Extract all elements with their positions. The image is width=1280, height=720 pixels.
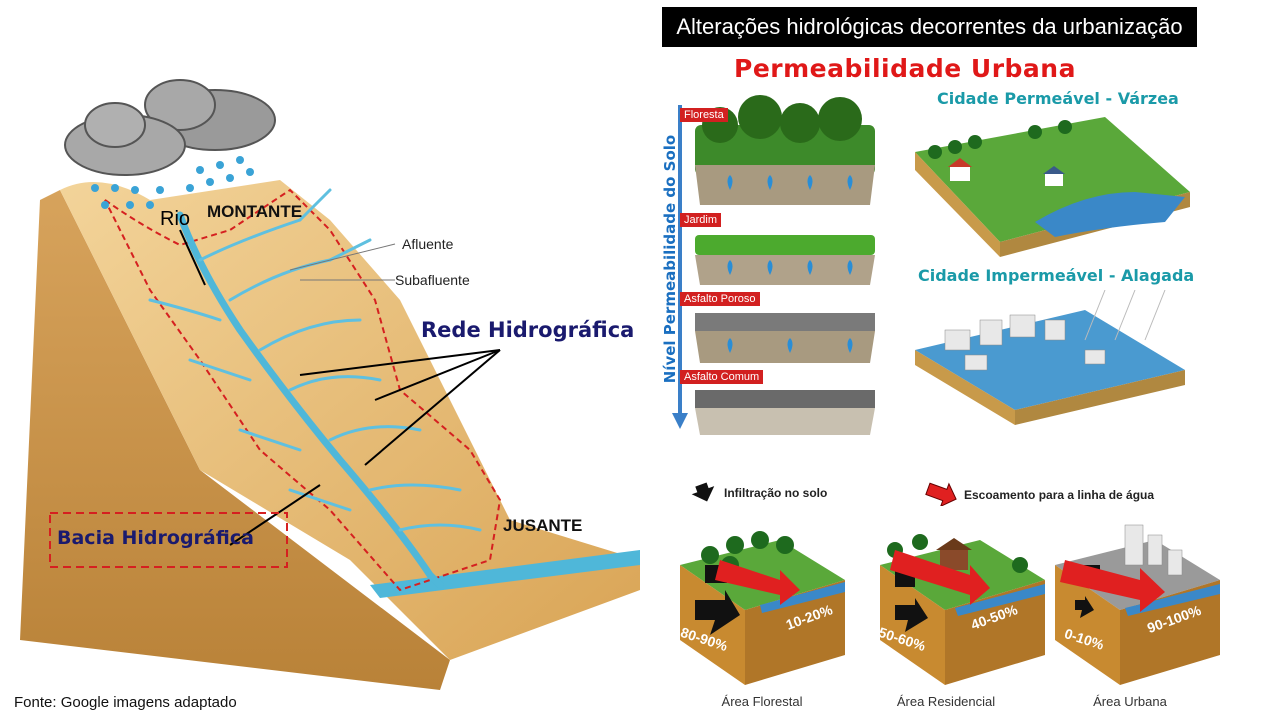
- rain-clouds: [64, 79, 276, 209]
- area-label-florestal: Área Florestal: [721, 694, 803, 709]
- label-afluente: Afluente: [402, 236, 454, 252]
- label-jusante: JUSANTE: [503, 516, 583, 535]
- legend-infiltracao: Infiltração no solo: [724, 486, 828, 500]
- label-subafluente: Subafluente: [395, 272, 470, 288]
- block-florestal: [680, 531, 845, 685]
- area-label-residencial: Área Residencial: [896, 694, 996, 709]
- source-caption: Fonte: Google imagens adaptado: [14, 694, 237, 711]
- city-impermeavel-illustration: [915, 290, 1185, 425]
- permeabilidade-title: Permeabilidade Urbana: [734, 54, 1076, 83]
- layer-label-asfalto-poroso: Asfalto Poroso: [680, 292, 760, 306]
- main-title: Alterações hidrológicas decorrentes da u…: [662, 7, 1197, 47]
- runoff-arrow-icon: [925, 482, 957, 506]
- label-arrows: [179, 229, 501, 546]
- axis-label: Nível Permeabilidade do Solo: [661, 134, 679, 384]
- permeability-axis: [672, 105, 688, 429]
- layer-label-jardim: Jardim: [680, 213, 722, 227]
- basin-boundary: [104, 188, 502, 592]
- layer-label-asfalto-comum: Asfalto Comum: [680, 370, 764, 384]
- layer-label-floresta: Floresta: [680, 108, 728, 122]
- label-bacia-hidrografica: Bacia Hidrográfica: [57, 527, 254, 549]
- land-use-blocks: [680, 524, 1220, 685]
- block-urbana: [1055, 524, 1220, 685]
- city-permeavel-illustration: [915, 117, 1190, 257]
- watershed-illustration: [20, 79, 640, 690]
- label-rede-hidrografica: Rede Hidrográfica: [421, 318, 635, 342]
- main-river: [176, 211, 444, 589]
- city-permeavel-title: Cidade Permeável - Várzea: [937, 89, 1179, 108]
- city-impermeavel-title: Cidade Impermeável - Alagada: [918, 266, 1195, 285]
- label-rio: Rio: [160, 208, 191, 230]
- label-montante: MONTANTE: [207, 202, 303, 221]
- infiltration-arrow-icon: [691, 482, 715, 502]
- area-label-urbana: Área Urbana: [1093, 694, 1167, 709]
- permeability-layers: [695, 95, 875, 435]
- block-residencial: [880, 534, 1045, 685]
- legend-escoamento: Escoamento para a linha de água: [964, 488, 1155, 502]
- slope-surface: [60, 180, 640, 660]
- basin-label-box: [49, 512, 288, 568]
- slope-side: [20, 190, 450, 690]
